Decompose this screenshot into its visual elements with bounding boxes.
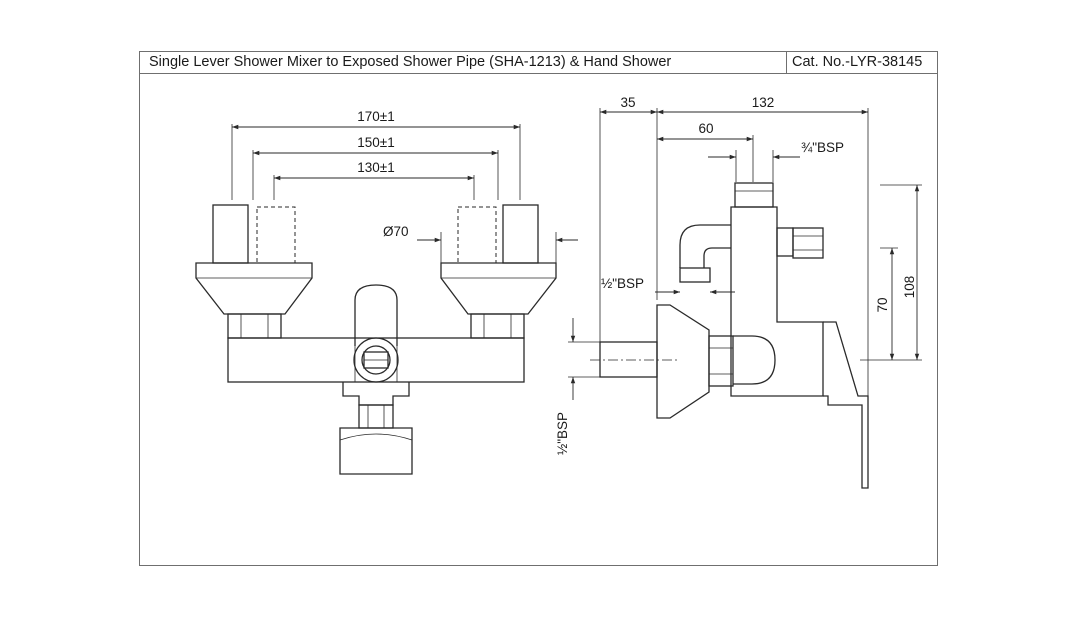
side-wall-flange	[656, 304, 710, 419]
shower-pipe-outlet	[734, 182, 774, 208]
right-inlet-hidden-pipe	[457, 206, 497, 264]
dimension-60: 60	[657, 121, 754, 182]
right-wall-flange	[440, 262, 557, 315]
dim-label-60: 60	[698, 121, 713, 136]
dim-label-70: 70	[875, 297, 890, 312]
cartridge-cap	[353, 337, 399, 383]
left-wall-flange	[195, 262, 313, 315]
dim-label-132: 132	[752, 95, 775, 110]
left-hex-nut	[227, 313, 282, 339]
drawing-sheet: Single Lever Shower Mixer to Exposed Sho…	[139, 51, 938, 566]
bsp-vertical-label: ½"BSP	[555, 412, 570, 455]
side-lever-dome	[733, 335, 776, 385]
dim-label-diameter: Ø70	[383, 224, 409, 239]
hand-shower-elbow	[679, 224, 731, 268]
dim-label-108: 108	[902, 276, 917, 299]
front-view: 170±1 150±1 130±1	[195, 109, 578, 475]
diverter-body	[342, 382, 410, 406]
bottom-outlet-block	[339, 427, 413, 475]
side-hex-nut	[708, 335, 734, 387]
side-lever-handle	[823, 321, 869, 489]
mixer-lever	[354, 284, 398, 346]
bsp-top-callout: ¾"BSP	[708, 140, 844, 182]
side-inlet-pipe	[599, 341, 658, 378]
right-inlet-pipe	[502, 204, 539, 264]
bsp-vertical-callout: ½"BSP	[555, 318, 600, 455]
catalog-number: Cat. No.-LYR-38145	[792, 54, 923, 70]
side-valve-knob	[792, 227, 824, 259]
dimension-diameter-70: Ø70	[383, 224, 578, 263]
dim-label-130: 130±1	[357, 160, 394, 175]
side-valve-stem	[776, 227, 794, 257]
bsp-left-callout: ½"BSP	[601, 276, 735, 295]
dim-label-35: 35	[620, 95, 635, 110]
dimension-70: 70	[875, 247, 898, 360]
dimension-170: 170±1	[231, 109, 521, 200]
dimension-108: 108	[860, 184, 922, 361]
title-block: Single Lever Shower Mixer to Exposed Sho…	[140, 52, 937, 74]
dim-label-170: 170±1	[357, 109, 394, 124]
right-hex-nut	[470, 313, 525, 339]
bsp-top-label: ¾"BSP	[801, 140, 844, 155]
left-inlet-hidden-pipe	[256, 206, 296, 264]
outlet-nut	[358, 404, 394, 429]
title-divider	[786, 52, 787, 73]
dimension-150: 150±1	[252, 135, 499, 200]
side-view: 35 132 60 ¾"BSP	[555, 95, 922, 489]
hand-shower-outlet	[679, 267, 711, 283]
dimension-130: 130±1	[273, 160, 475, 200]
dim-label-150: 150±1	[357, 135, 394, 150]
left-inlet-pipe	[212, 204, 249, 264]
bsp-left-label: ½"BSP	[601, 276, 644, 291]
drawing-title: Single Lever Shower Mixer to Exposed Sho…	[149, 54, 672, 70]
